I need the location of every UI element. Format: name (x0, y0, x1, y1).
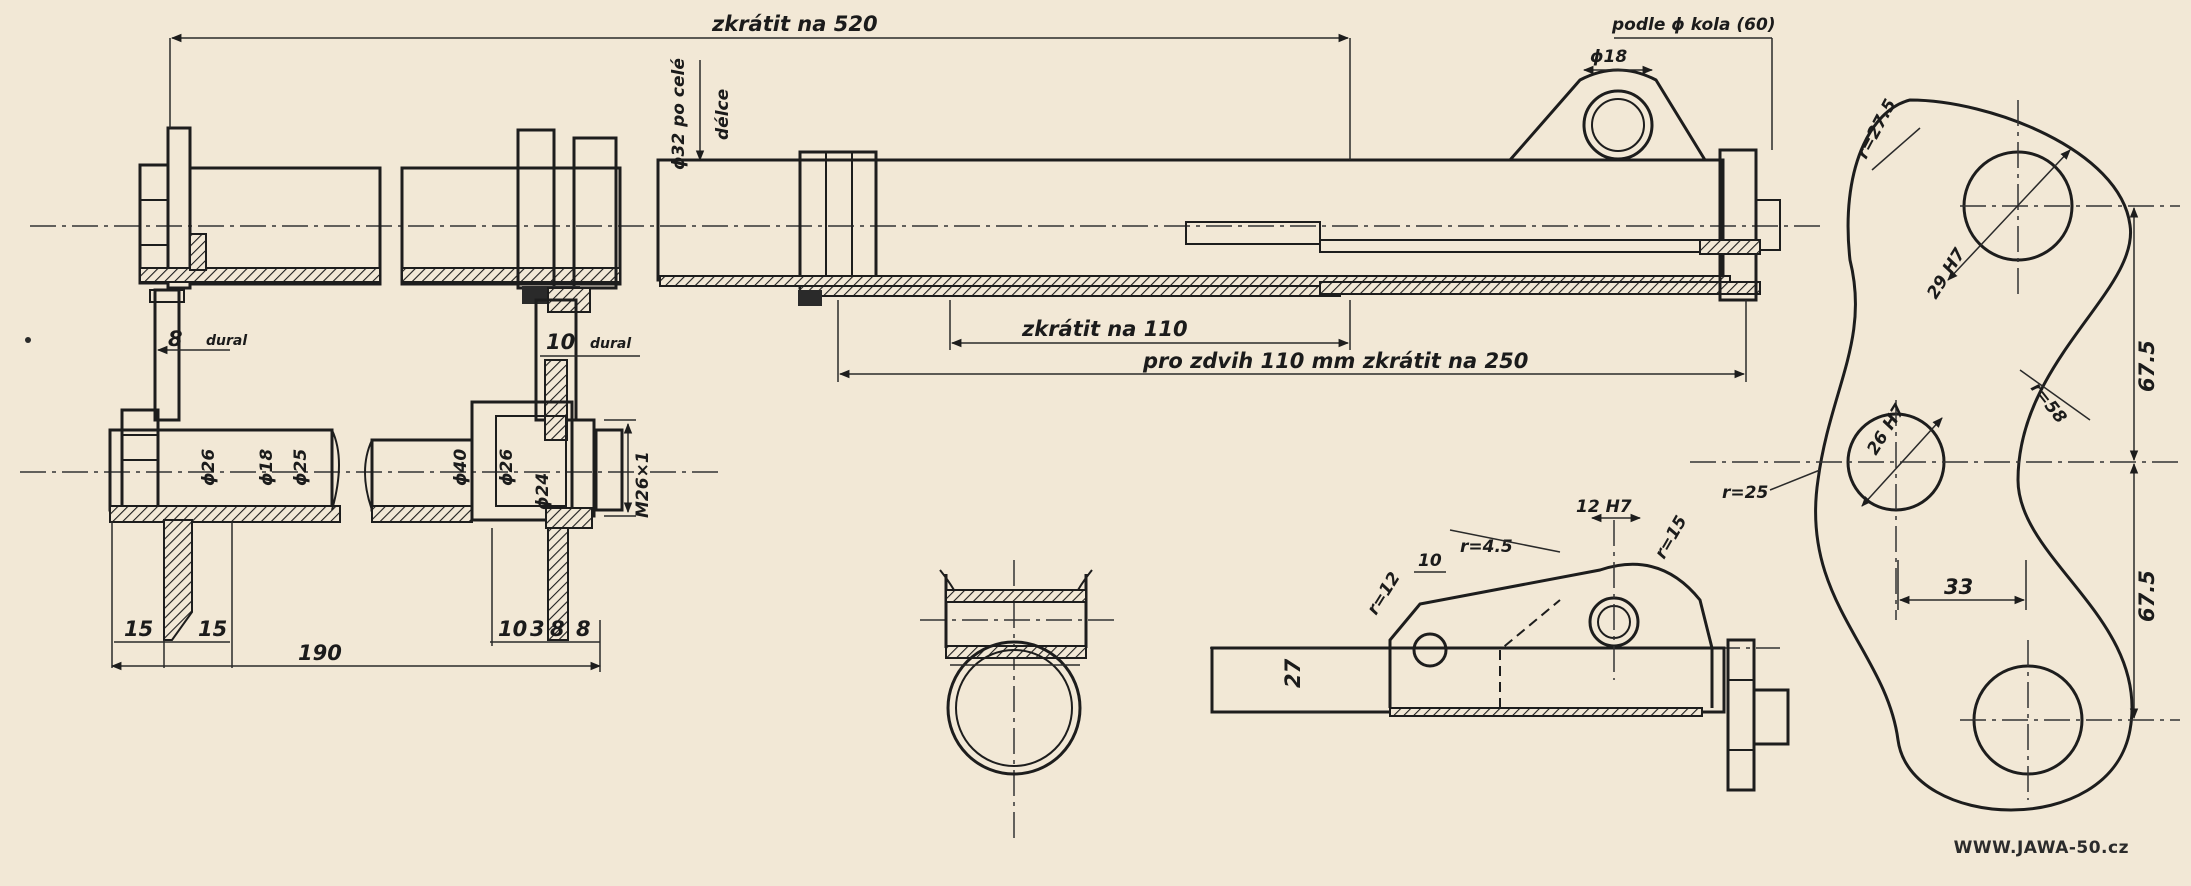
dim-12h7: 12 H7 (1576, 497, 1632, 517)
dim-33: 33 (1944, 575, 1973, 599)
dim-29h7: 29 H7 (1923, 245, 1970, 303)
bracket-nut (1726, 638, 1756, 792)
dim-bracket-10: 10 (1418, 551, 1442, 571)
dim-zdvih-250: pro zdvih 110 mm zkrátit na 250 (1142, 349, 1528, 373)
left-tube (188, 166, 382, 286)
dim-67-5-b: 67.5 (2135, 570, 2159, 622)
dim-m26: M26×1 (633, 451, 653, 518)
dim-15-b: 15 (198, 617, 227, 641)
dim-r58: r=58 (2026, 379, 2070, 428)
dim-190: 190 (298, 641, 342, 665)
dim-phi26-b: ϕ26 (497, 449, 517, 486)
dim-dural-1: dural (206, 333, 247, 349)
dim-phi32-line2: délce (713, 89, 733, 140)
dim-podle-kola: podle ϕ kola (60) (1611, 15, 1776, 35)
dim-phi18-lug: ϕ18 (1590, 47, 1627, 67)
dim-8-b: 8 (550, 617, 565, 641)
tube-cross-section (920, 560, 1120, 842)
link-plate-view: 29 H7 26 H7 r=27.5 r=58 r=25 67.5 67.5 3… (1690, 96, 2180, 812)
upper-lug-hole (1582, 89, 1654, 161)
main-tube (656, 158, 1725, 282)
dim-phi32-line1: ϕ32 po celé (669, 58, 689, 170)
dim-27: 27 (1281, 658, 1305, 688)
left-blade (163, 519, 193, 641)
dim-phi40: ϕ40 (451, 449, 471, 486)
dim-dural-2: dural (590, 336, 631, 352)
dim-phi24: ϕ24 (533, 473, 553, 510)
dim-r15: r=15 (1651, 512, 1691, 562)
dim-8-c: 8 (576, 617, 591, 641)
bracket-plate (1388, 562, 1714, 708)
dim-phi18: ϕ18 (257, 449, 277, 486)
site-watermark: WWW.JAWA-50.cz (1953, 838, 2129, 858)
upper-lug (1508, 68, 1707, 161)
tube-circle (946, 640, 1082, 776)
dim-zkratit-110: zkrátit na 110 (1021, 317, 1188, 341)
dim-phi26-a: ϕ26 (199, 449, 219, 486)
bracket-side-view: 10 r=4.5 12 H7 r=15 r=12 27 (1210, 497, 1790, 792)
dim-r12: r=12 (1363, 569, 1404, 619)
left-tube-wall-hatch (139, 267, 381, 283)
dim-r275: r=27.5 (1853, 96, 1901, 162)
dim-10-b: 10 (498, 617, 527, 641)
left-axle-section: 8 dural 10 dural ϕ26 ϕ18 ϕ25 ϕ40 ϕ26 ϕ24… (20, 288, 720, 672)
bracket-small-hole (1412, 632, 1448, 668)
dim-3: 3 (530, 617, 545, 641)
piston-seal (798, 150, 878, 290)
dim-26h7: 26 H7 (1863, 401, 1910, 459)
dim-zkratit-520: zkrátit na 520 (711, 12, 878, 36)
link-plate-outline (1814, 98, 2134, 812)
left-plate (166, 126, 192, 290)
right-blade (547, 527, 569, 641)
dim-15-a: 15 (124, 617, 153, 641)
dim-phi25: ϕ25 (291, 449, 311, 486)
middle-tube (400, 166, 622, 286)
top-assembly-view: zkrátit na 520 podle ϕ kola (60) ϕ18 ϕ32… (30, 12, 1820, 382)
dim-r25: r=25 (1722, 483, 1768, 503)
dim-r45: r=4.5 (1460, 537, 1513, 557)
dim-67-5-a: 67.5 (2135, 340, 2159, 392)
left-nut (138, 163, 170, 285)
middle-nut (516, 128, 556, 290)
dim-10: 10 (546, 330, 575, 354)
dim-8: 8 (168, 327, 183, 351)
